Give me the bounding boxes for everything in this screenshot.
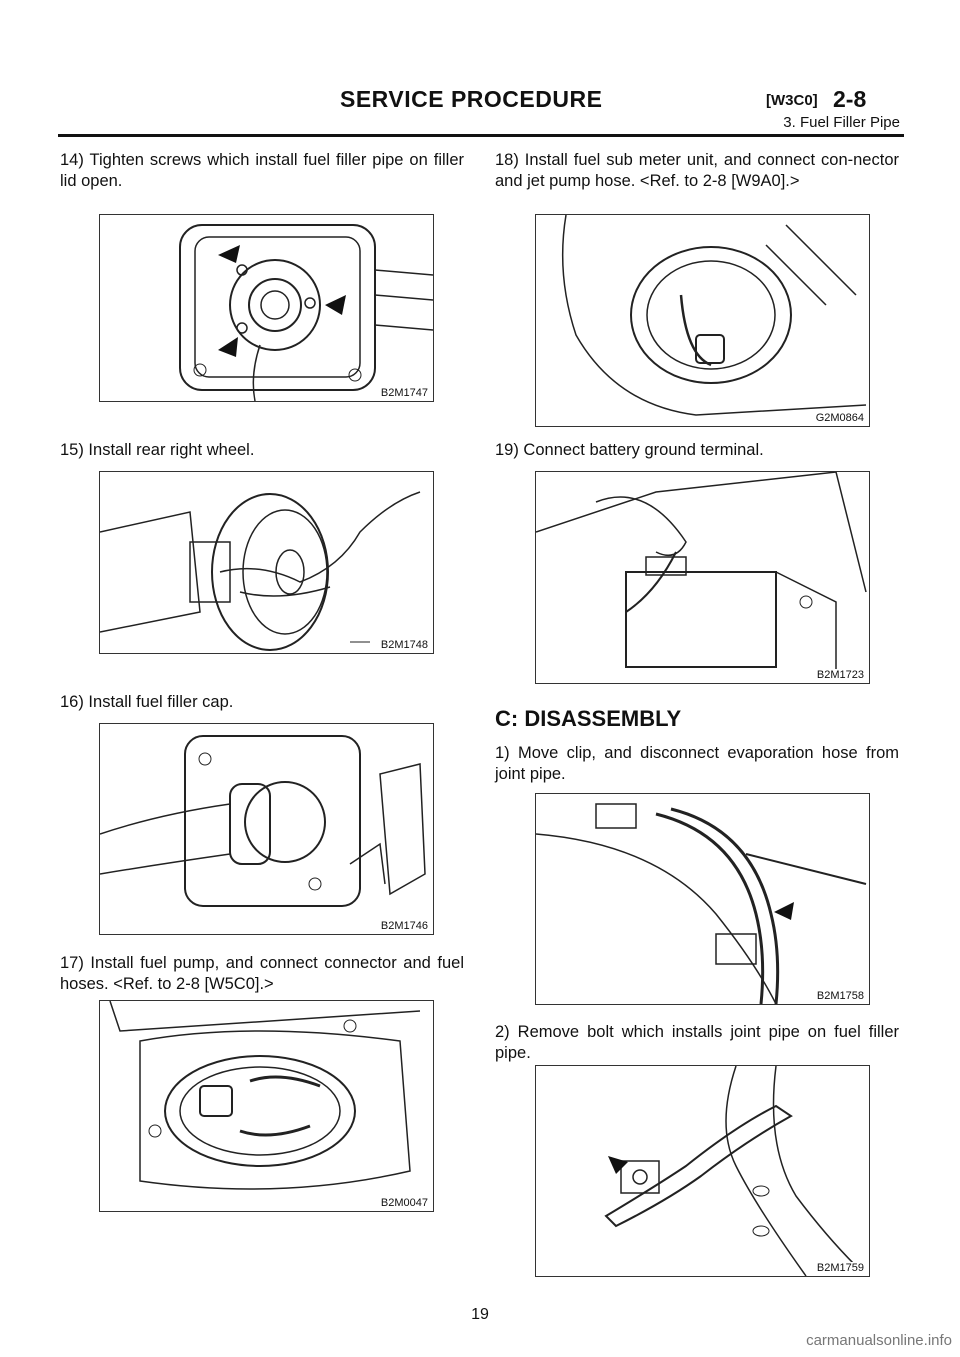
disassembly-step-2-text: 2) Remove bolt which installs joint pipe…	[495, 1023, 899, 1062]
figure-code: B2M1746	[379, 920, 429, 932]
procedure-code: [W3C0]	[766, 92, 818, 109]
rear-wheel-illustration	[100, 491, 421, 651]
page-title: SERVICE PROCEDURE	[340, 86, 603, 112]
page-number: 19	[471, 1306, 489, 1323]
figure-code: B2M0047	[379, 1197, 429, 1209]
step-19-text: 19) Connect battery ground terminal.	[495, 441, 764, 459]
section-number: 2-8	[833, 86, 867, 112]
figure-code: B2M1723	[815, 669, 865, 681]
evaporation-hose-illustration	[536, 803, 867, 1004]
disassembly-step-1-text: 1) Move clip, and disconnect evaporation…	[495, 744, 899, 783]
step-17-text: 17) Install fuel pump, and connect conne…	[60, 954, 464, 993]
fuel-pump-illustration	[109, 1001, 421, 1190]
figure-code: B2M1748	[379, 639, 429, 651]
figure-remove-joint-pipe-bolt: B2M1759	[535, 1065, 870, 1277]
figure-install-rear-wheel: B2M1748	[99, 471, 434, 654]
joint-pipe-bolt-illustration	[604, 1066, 857, 1276]
step-16-text: 16) Install fuel filler cap.	[60, 693, 234, 711]
figure-install-fuel-sub-meter: G2M0864	[535, 214, 870, 427]
figure-code: G2M0864	[814, 412, 865, 424]
figure-code: B2M1759	[815, 1262, 865, 1274]
figure-install-fuel-pump: B2M0047	[99, 1000, 434, 1212]
battery-ground-illustration	[536, 472, 867, 672]
figure-disconnect-evaporation-hose: B2M1758	[535, 793, 870, 1005]
page-subtitle: 3. Fuel Filler Pipe	[783, 114, 900, 131]
figure-install-filler-cap: B2M1746	[99, 723, 434, 935]
step-14-text: 14) Tighten screws which install fuel fi…	[60, 151, 464, 190]
step-18-text: 18) Install fuel sub meter unit, and con…	[495, 151, 899, 190]
watermark: carmanualsonline.info	[806, 1332, 952, 1349]
step-15-text: 15) Install rear right wheel.	[60, 441, 255, 459]
header-rule	[58, 134, 904, 137]
figure-code: B2M1747	[379, 387, 429, 399]
section-heading-disassembly: C: DISASSEMBLY	[495, 706, 682, 731]
figure-battery-ground: B2M1723	[535, 471, 870, 684]
filler-lid-illustration	[179, 224, 433, 401]
figure-fuel-filler-lid-screws: B2M1747	[99, 214, 434, 402]
filler-cap-illustration	[100, 735, 426, 907]
sub-meter-illustration	[561, 215, 867, 416]
figure-code: B2M1758	[815, 990, 865, 1002]
